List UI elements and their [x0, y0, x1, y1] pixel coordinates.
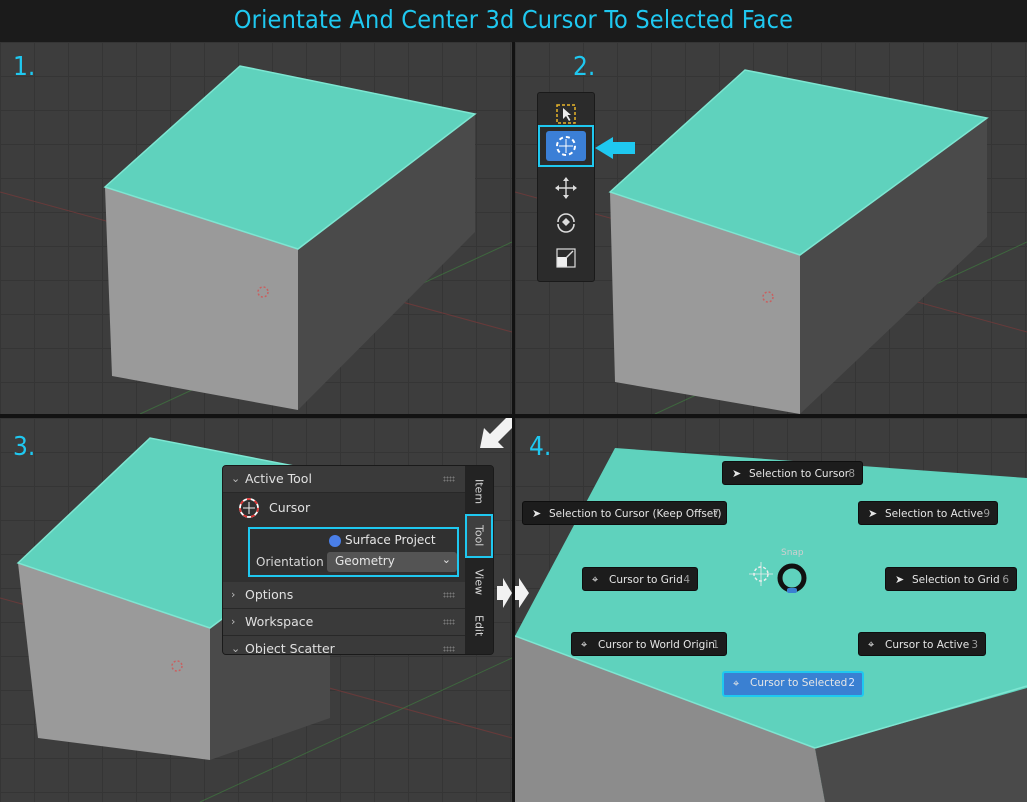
cube-top-face-selected [515, 448, 1027, 802]
drag-handle-icon[interactable] [443, 592, 455, 598]
3d-cursor-icon [257, 286, 269, 298]
scale-tool[interactable] [550, 243, 582, 273]
next-step-arrow-icon [515, 578, 529, 608]
cube-front-face [515, 636, 825, 802]
cube-side-face [298, 114, 475, 410]
sidebar-properties-panel: ⌄ Active Tool Cursor Surface Project Ori… [222, 465, 494, 655]
select-box-tool[interactable] [550, 99, 582, 129]
panel-divider [512, 42, 515, 802]
cursor-tool-highlight [538, 125, 594, 167]
viewport-step-2[interactable]: 2. [515, 42, 1027, 414]
surface-project-label: Surface Project [345, 533, 436, 547]
viewport-step-3[interactable]: 3. ⌄ Active Tool Cursor Surface Project … [0, 418, 512, 802]
tab-tool[interactable]: Tool [465, 514, 493, 558]
cursor-tool-icon [239, 498, 259, 518]
cube-front-face [610, 192, 800, 414]
tool-toolbar [537, 92, 595, 282]
cube-scene [515, 69, 1027, 414]
cube-top-face-selected [608, 69, 989, 256]
title-bar [0, 0, 1027, 42]
cursor-arrow-icon: ➤ [895, 573, 905, 586]
active-tool-name: Cursor [269, 500, 311, 515]
step-number: 4. [529, 432, 552, 462]
cursor-to-grid-button[interactable]: ⌖ Cursor to Grid 4 [582, 567, 698, 591]
step-number: 1. [13, 52, 36, 82]
surface-project-checkbox[interactable] [329, 535, 341, 547]
step-number: 2. [573, 52, 596, 82]
chevron-down-icon: ⌄ [231, 472, 241, 485]
cursor-tool-icon [556, 136, 576, 156]
cube-front-face [105, 187, 298, 410]
chevron-down-icon: ⌄ [231, 642, 241, 655]
options-header[interactable]: › Options [223, 582, 465, 609]
3d-cursor-icon: ⌖ [592, 573, 599, 586]
3d-cursor-icon: ⌖ [868, 638, 875, 651]
drag-handle-icon[interactable] [443, 646, 455, 652]
cursor-options-highlight [248, 527, 459, 577]
selection-to-cursor-button[interactable]: ➤ Selection to Cursor 8 [722, 461, 863, 485]
3d-cursor-icon [762, 291, 774, 303]
cube-scene [515, 448, 1027, 802]
chevron-down-icon: ⌄ [441, 553, 451, 566]
highlight-arrow-icon [595, 137, 635, 159]
cursor-tool-button[interactable] [546, 131, 586, 161]
active-tool-header[interactable]: ⌄ Active Tool [223, 466, 465, 493]
3d-cursor-icon [171, 660, 183, 672]
tab-view[interactable]: View [472, 568, 486, 596]
move-icon [555, 177, 577, 199]
cursor-arrow-icon: ➤ [532, 507, 542, 520]
object-scatter-header[interactable]: ⌄ Object Scatter [223, 636, 465, 655]
move-tool[interactable] [550, 173, 582, 203]
3d-cursor-icon: ⌖ [733, 677, 740, 690]
cube-top-face-selected [103, 65, 477, 250]
orientation-dropdown[interactable]: Geometry ⌄ [327, 552, 457, 572]
cube-scene [0, 65, 512, 414]
sidebar-tabs: Item Tool View Edit [465, 466, 493, 654]
orientation-label: Orientation [256, 555, 324, 569]
pie-menu-center [749, 562, 807, 593]
pie-menu-title: Snap [781, 548, 804, 558]
cursor-to-selected-button[interactable]: ⌖ Cursor to Selected 2 [722, 671, 864, 697]
active-tool-row: Cursor [223, 493, 465, 523]
next-step-arrow-icon [480, 418, 512, 448]
cursor-arrow-icon: ➤ [732, 467, 742, 480]
select-box-icon [556, 104, 576, 124]
drag-handle-icon[interactable] [443, 476, 455, 482]
panel-divider [0, 414, 1027, 418]
selection-to-cursor-keep-offset-button[interactable]: ➤ Selection to Cursor (Keep Offset) 7 [522, 501, 727, 525]
cursor-to-world-origin-button[interactable]: ⌖ Cursor to World Origin 1 [571, 632, 727, 656]
cube-side-face [815, 688, 1027, 802]
workspace-header[interactable]: › Workspace [223, 609, 465, 636]
viewport-step-1[interactable]: 1. [0, 42, 512, 414]
scale-icon [556, 248, 576, 268]
rotate-icon [557, 213, 575, 233]
tab-edit[interactable]: Edit [472, 615, 486, 637]
tab-item[interactable]: Item [472, 479, 486, 505]
step-number: 3. [13, 432, 36, 462]
selection-to-grid-button[interactable]: ➤ Selection to Grid 6 [885, 567, 1017, 591]
chevron-right-icon: › [231, 588, 236, 601]
cursor-to-active-button[interactable]: ⌖ Cursor to Active 3 [858, 632, 986, 656]
page-title: Orientate And Center 3d Cursor To Select… [233, 5, 794, 34]
drag-handle-icon[interactable] [443, 619, 455, 625]
chevron-right-icon: › [231, 615, 236, 628]
cube-side-face [800, 118, 987, 414]
3d-cursor-icon: ⌖ [581, 638, 588, 651]
next-step-arrow-icon [497, 578, 512, 608]
cursor-arrow-icon: ➤ [868, 507, 878, 520]
rotate-tool[interactable] [550, 207, 582, 237]
viewport-step-4[interactable]: 4. Snap ➤ Selection to Cursor 8 ➤ Select… [515, 418, 1027, 802]
selection-to-active-button[interactable]: ➤ Selection to Active 9 [858, 501, 998, 525]
